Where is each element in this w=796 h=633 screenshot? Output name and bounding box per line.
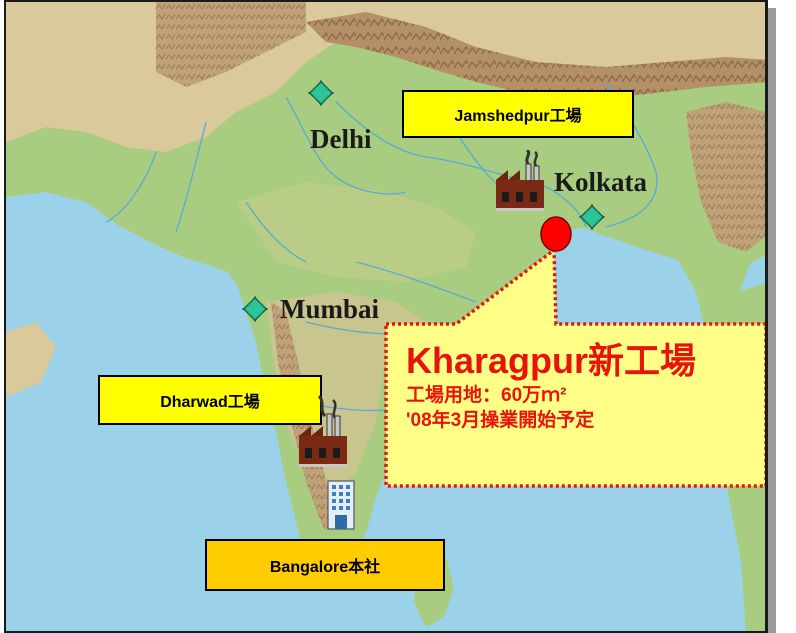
factory-icon [299,394,347,467]
himalaya-range [306,12,765,100]
kharagpur-callout-balloon [384,246,765,488]
city-star-icon [579,204,605,230]
facility-tag-jamshedpur: Jamshedpur工場 [402,90,634,138]
eastern-hills [686,102,765,252]
frame-shadow [768,8,776,633]
facility-tag-bangalore-hq: Bangalore本社 [205,539,445,591]
landmass-north [6,2,765,587]
site-marker-icon [540,216,572,252]
city-label-mumbai: Mumbai [280,294,380,324]
callout-title: Kharagpur新工場 [406,340,697,381]
factory-icon [496,150,544,211]
office-building-icon [327,480,355,530]
landmass-west [6,322,56,397]
rivers [105,81,658,412]
kharagpur-callout: Kharagpur新工場 工場用地：60万ｍ² '08年3月操業開始予定 [406,339,765,433]
callout-start-date: '08年3月操業開始予定 [406,410,595,431]
karakoram-range [156,2,306,87]
map-frame: Delhi Kolkata Mumbai Jamshedpur工場 Dharwa… [4,0,768,633]
facility-tag-dharwad: Dharwad工場 [98,375,322,425]
city-star-icon [242,296,268,322]
city-label-delhi: Delhi [310,124,372,154]
city-star-icon [308,80,334,106]
callout-land-area: 工場用地：60万ｍ² [406,385,567,406]
central-plateau [236,182,476,282]
city-label-kolkata: Kolkata [554,167,648,197]
